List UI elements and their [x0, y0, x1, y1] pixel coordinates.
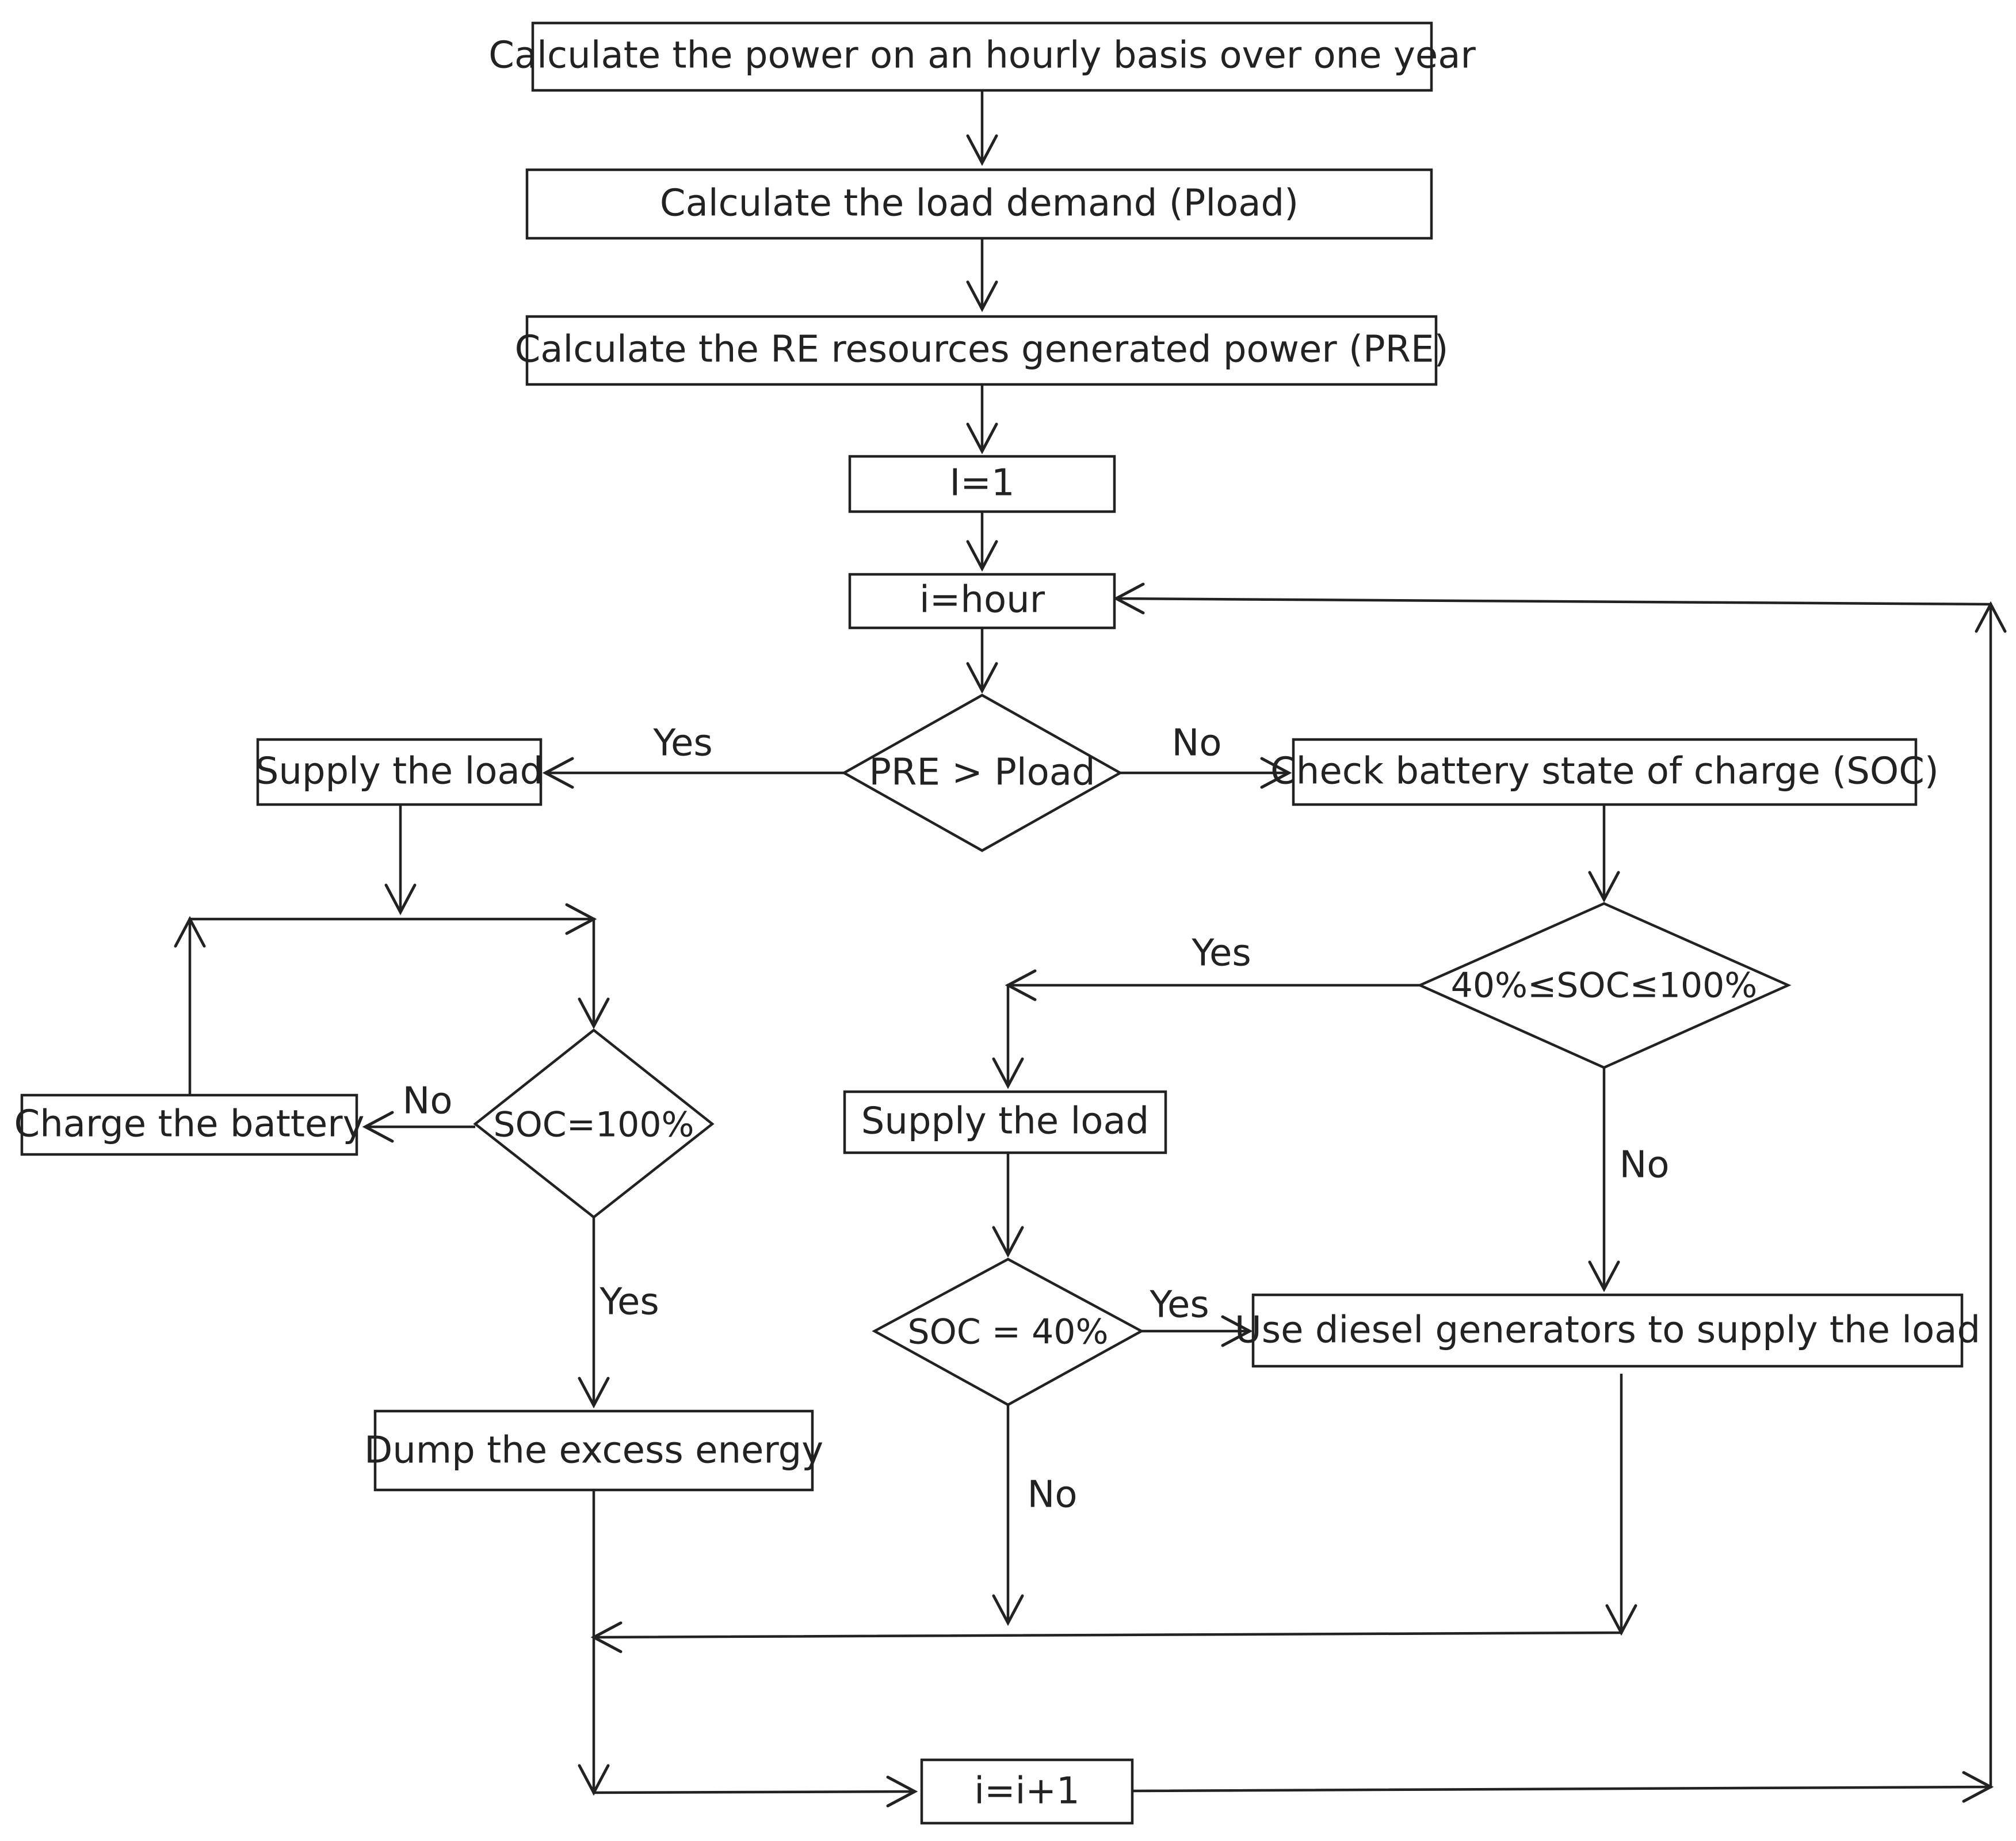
arrowhead [966, 662, 998, 694]
node-supply-load-mid-label: Supply the load [861, 1100, 1150, 1143]
arrowhead [384, 883, 417, 916]
edge-label-pre-no: No [1171, 722, 1221, 765]
edge-soc-range-yes [1006, 984, 1420, 1086]
node-supply-load-left: Supply the load [255, 738, 544, 806]
arrowhead [578, 1764, 610, 1796]
node-diesel-label: Use diesel generators to supply the load [1235, 1309, 1980, 1352]
edge-loop-back [1116, 597, 1992, 1793]
decision-soc-full-label: SOC=100% [493, 1105, 694, 1145]
arrowhead [966, 134, 998, 166]
decision-soc-range: 40%≤SOC≤100% [1416, 902, 1792, 1069]
edge-labels: Yes No Yes No No Yes Yes No [402, 722, 1669, 1516]
decision-soc-full: SOC=100% [473, 1028, 715, 1219]
edge-dump-down [592, 1490, 915, 1794]
arrowhead [1588, 1260, 1620, 1293]
edge-label-soc-40-no: No [1027, 1474, 1077, 1516]
node-set-hour: i=hour [848, 573, 1116, 630]
arrowhead [578, 997, 610, 1030]
node-check-soc-label: Check battery state of charge (SOC) [1270, 750, 1939, 793]
node-supply-load-left-label: Supply the load [255, 750, 544, 793]
arrowhead [992, 1226, 1024, 1258]
arrowhead [1260, 757, 1292, 789]
arrowhead [966, 280, 998, 312]
edge-label-pre-yes: Yes [652, 722, 712, 765]
arrowhead [542, 757, 574, 789]
edge-label-soc-range-yes: Yes [1191, 932, 1251, 975]
node-diesel: Use diesel generators to supply the load [1235, 1293, 1980, 1368]
arrowhead [1113, 582, 1145, 615]
node-dump-label: Dump the excess energy [364, 1430, 823, 1472]
edge-label-soc-range-no: No [1619, 1144, 1669, 1187]
arrowhead [992, 1594, 1024, 1626]
arrowhead [1962, 1771, 1994, 1803]
arrowhead [1005, 969, 1037, 1001]
arrowhead [1588, 871, 1620, 903]
node-supply-load-mid: Supply the load [843, 1090, 1167, 1154]
edge-label-soc-40-yes: Yes [1149, 1284, 1209, 1327]
decision-soc-range-label: 40%≤SOC≤100% [1451, 966, 1758, 1006]
arrowhead [362, 1111, 394, 1143]
arrowheads [174, 134, 2007, 1808]
node-init-i: I=1 [848, 455, 1116, 513]
arrowhead [174, 916, 206, 948]
node-calc-re-label: Calculate the RE resources generated pow… [515, 329, 1449, 371]
arrowhead [1221, 1315, 1253, 1347]
arrowhead [966, 422, 998, 455]
arrowhead [1605, 1604, 1637, 1636]
decision-pre-gt-pload: PRE > Pload [841, 693, 1123, 852]
node-check-soc: Check battery state of charge (SOC) [1270, 738, 1939, 806]
edge-label-soc-full-no: No [402, 1080, 452, 1123]
arrowhead [590, 1621, 623, 1653]
node-calc-power: Calculate the power on an hourly basis o… [488, 21, 1476, 92]
node-init-i-label: I=1 [949, 462, 1014, 505]
arrowhead [886, 1775, 918, 1808]
node-set-hour-label: i=hour [919, 579, 1045, 622]
node-calc-power-label: Calculate the power on an hourly basis o… [488, 35, 1476, 77]
node-dump: Dump the excess energy [364, 1409, 823, 1492]
arrowhead [1975, 601, 2007, 633]
arrowhead [966, 540, 998, 572]
arrowhead [992, 1057, 1024, 1089]
decision-soc-40: SOC = 40% [872, 1257, 1144, 1407]
edge-label-soc-full-yes: Yes [599, 1281, 659, 1324]
node-charge-battery: Charge the battery [14, 1093, 365, 1156]
edge-loop-branch [188, 917, 595, 1095]
arrowhead [578, 1377, 610, 1409]
decision-soc-40-label: SOC = 40% [908, 1312, 1109, 1352]
node-calc-re: Calculate the RE resources generated pow… [515, 315, 1449, 386]
node-calc-load: Calculate the load demand (Pload) [525, 168, 1433, 240]
node-calc-load-label: Calculate the load demand (Pload) [660, 182, 1299, 225]
node-charge-battery-label: Charge the battery [14, 1103, 365, 1146]
node-increment: i=i+1 [920, 1758, 1134, 1825]
decision-pre-gt-pload-label: PRE > Pload [869, 752, 1095, 794]
arrowhead [565, 903, 597, 935]
node-increment-label: i=i+1 [974, 1770, 1080, 1813]
